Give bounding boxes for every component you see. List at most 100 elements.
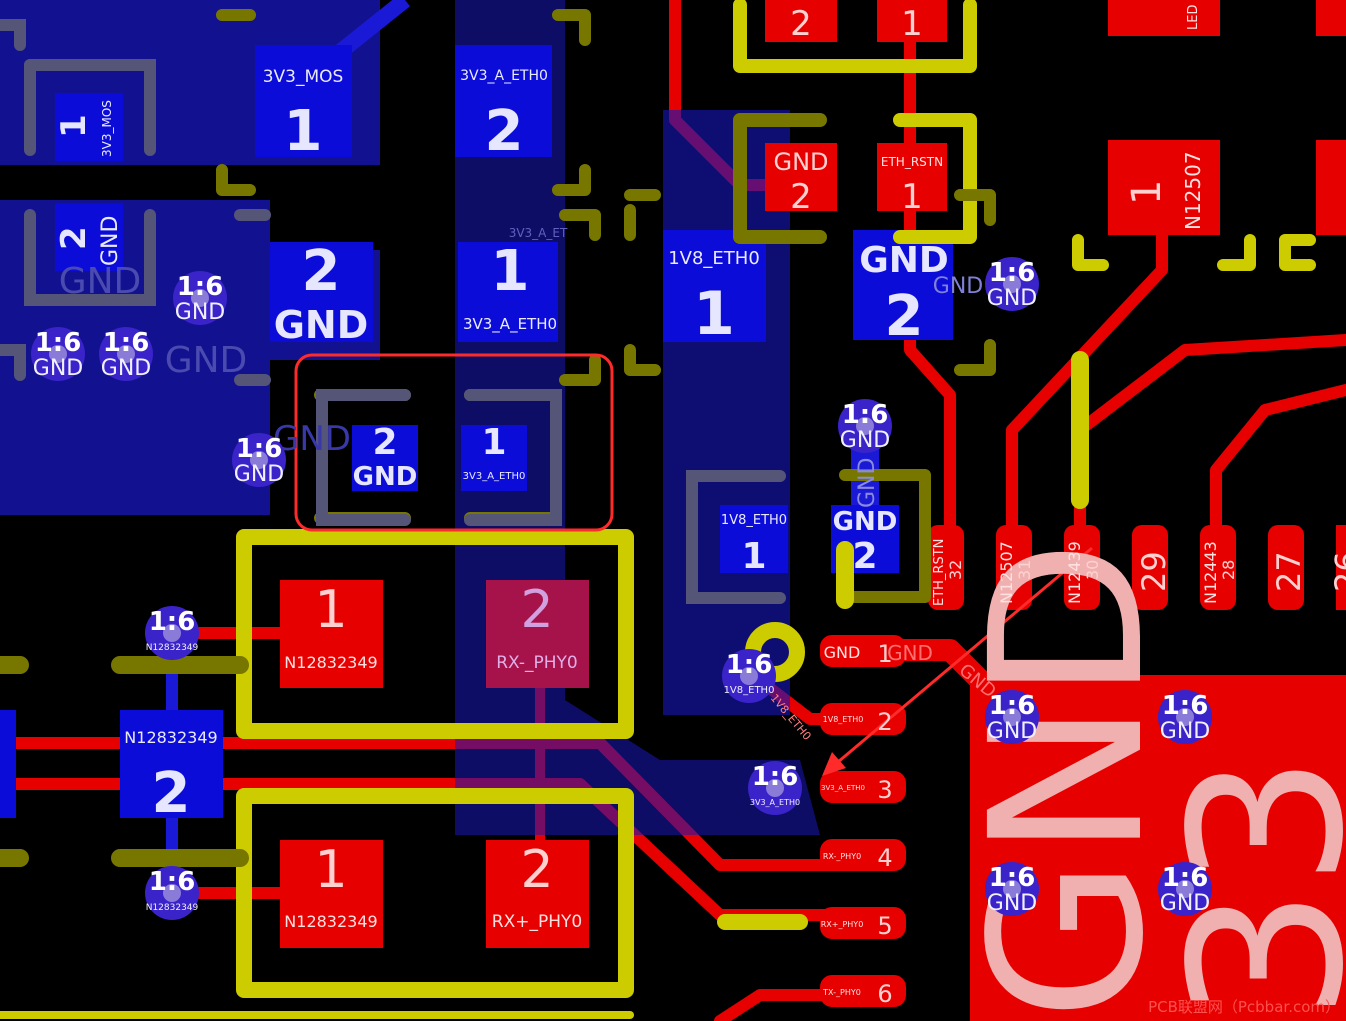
via-net-label: GND <box>1160 719 1210 744</box>
via-drill <box>766 779 784 797</box>
pin28-num: 28 <box>1219 560 1238 580</box>
gnd-ghost-1: GND <box>59 261 142 302</box>
via-drill-label: 1:6 <box>752 762 799 792</box>
via-net-label: GND <box>33 356 83 381</box>
b5-net: 1V8_ETH0 <box>668 248 760 269</box>
via-drill <box>250 451 268 469</box>
s2-net: GND <box>833 507 898 537</box>
pin1-num: 1 <box>877 640 892 668</box>
pin27-num: 27 <box>1270 551 1308 592</box>
c4-num: 1 <box>491 239 530 304</box>
s1-num: 1 <box>741 536 766 577</box>
top-pads <box>280 0 1346 1021</box>
via-drill-label: 1:6 <box>103 328 150 358</box>
c3-num: 2 <box>302 239 341 304</box>
component-outlines <box>0 19 786 604</box>
pin30-num: 30 <box>1083 560 1102 580</box>
r1-right-net: RX-_PHY0 <box>496 653 577 673</box>
rstn-pad-num: 1 <box>901 177 923 217</box>
pin28-net: N12443 <box>1201 541 1220 604</box>
via-net-label: GND <box>234 462 284 487</box>
c2-net: 3V3_A_ETH0 <box>460 68 548 84</box>
r1-left-net: N12832349 <box>284 653 377 672</box>
pin1-ghost: GND <box>887 641 933 665</box>
via-drill <box>1176 708 1194 726</box>
mos-pad-net: 3V3_MOS <box>100 100 114 157</box>
c1-net: 3V3_MOS <box>263 67 344 87</box>
via-drill-label: 1:6 <box>149 607 196 637</box>
pin6-net: TX-_PHY0 <box>822 988 861 997</box>
hl2-num: 2 <box>372 422 397 463</box>
rstn-pad-label: ETH_RSTN <box>881 155 943 169</box>
c1-num: 1 <box>284 99 323 164</box>
pad-1-label: 1 <box>901 4 923 44</box>
gnd-ghost-2: GND <box>165 340 248 381</box>
via-drill <box>740 667 758 685</box>
b6-net: GND <box>859 240 949 281</box>
r2-left-net: N12832349 <box>284 912 377 931</box>
via-drill <box>191 289 209 307</box>
gnd-pad-num: 2 <box>54 226 94 250</box>
n-pad-num: 2 <box>152 761 191 826</box>
via-drill-label: 1:6 <box>989 258 1036 288</box>
via-net-label: GND <box>1160 891 1210 916</box>
via-drill-label: 1:6 <box>989 863 1036 893</box>
n12507-pad-num: 1 <box>1124 180 1170 205</box>
via-net-label: GND <box>175 300 225 325</box>
via-net-label: GND <box>987 719 1037 744</box>
ic-body-label: GND <box>945 539 1190 1021</box>
pin32-net: ETH_RSTN <box>932 539 947 606</box>
via-drill-label: 1:6 <box>842 400 889 430</box>
mos-pad-num: 1 <box>54 114 94 138</box>
r2-left-num: 1 <box>314 840 347 900</box>
watermark: PCB联盟网（Pcbbar.com） <box>1148 998 1340 1016</box>
led-label: LED <box>1186 5 1201 30</box>
gnd-pad-label: GND <box>773 148 828 176</box>
r2-right-num: 2 <box>520 840 553 900</box>
pin5-net: RX+_PHY0 <box>821 920 864 929</box>
pin3-num: 3 <box>877 776 892 804</box>
c3-net: GND <box>274 303 369 347</box>
n12507-pad-label: N12507 <box>1181 151 1205 230</box>
via-drill-label: 1:6 <box>35 328 82 358</box>
via-net-label: N12832349 <box>146 643 199 653</box>
r2-right-net: RX+_PHY0 <box>492 912 582 932</box>
via-drill <box>856 417 874 435</box>
hl2-net: GND <box>353 462 418 492</box>
via-drill <box>1003 708 1021 726</box>
via-net-label: N12832349 <box>146 903 199 913</box>
via-drill-label: 1:6 <box>177 272 224 302</box>
pin4-net: RX-_PHY0 <box>823 852 861 861</box>
via-drill <box>1176 880 1194 898</box>
via-drill-label: 1:6 <box>1162 863 1209 893</box>
b6-num: 2 <box>885 284 924 349</box>
via-net-label: GND <box>987 286 1037 311</box>
n-pad-net: N12832349 <box>124 728 217 747</box>
bottom-pads <box>0 45 953 818</box>
pin2-num: 2 <box>877 708 892 736</box>
highlight-box <box>294 353 614 532</box>
hl-ghost: GND <box>273 419 351 459</box>
via-drill-label: 1:6 <box>236 434 283 464</box>
via-net-label: 1V8_ETH0 <box>724 685 775 696</box>
b5-num: 1 <box>693 279 735 349</box>
c4-net: 3V3_A_ETH0 <box>463 315 557 334</box>
via-drill-label: 1:6 <box>989 691 1036 721</box>
pin29-num: 29 <box>1135 551 1173 592</box>
vias: 1:6GND1:6GND1:6GND1:6GND1:6GND1:6GND1:6N… <box>31 257 1212 920</box>
